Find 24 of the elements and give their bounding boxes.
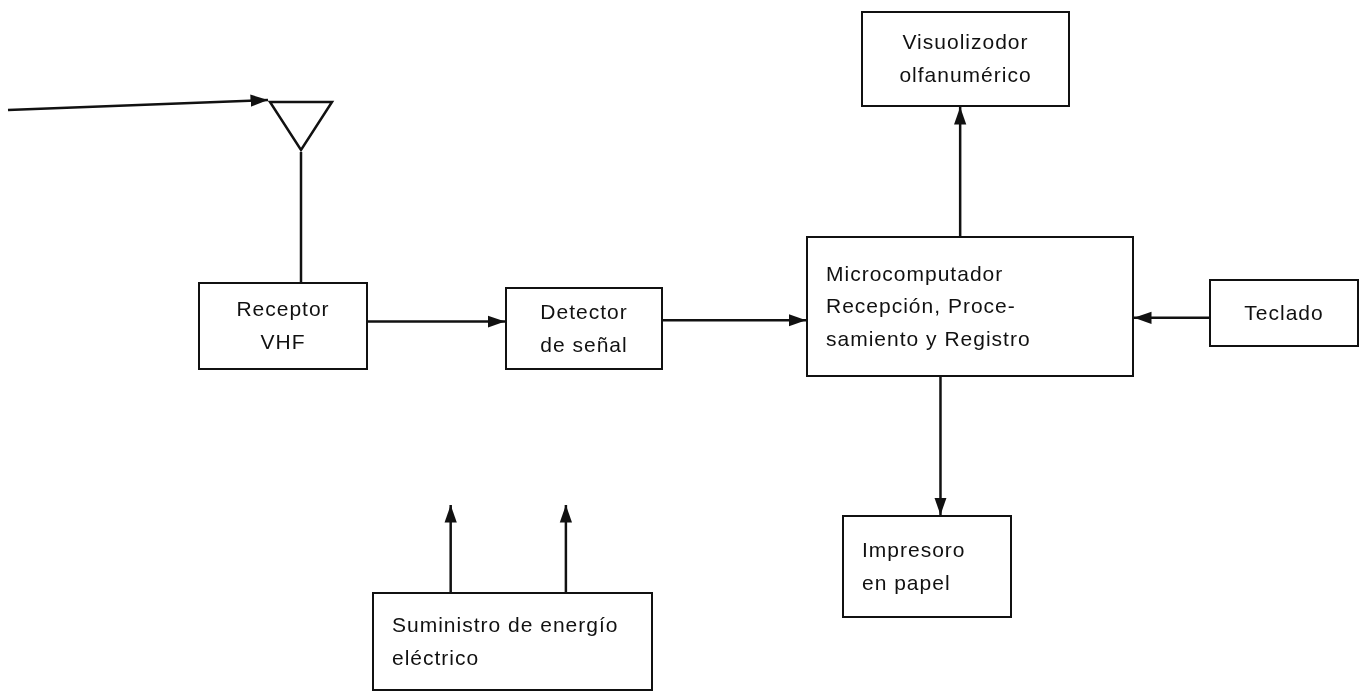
block-box [198, 282, 368, 370]
block-label: Visuolizodor olfanumérico [898, 29, 1033, 88]
connector-line [299, 152, 303, 282]
arrow [934, 377, 947, 515]
block-label: Teclado [1244, 299, 1324, 326]
arrow [444, 505, 457, 592]
block-label: Detector de señal [539, 298, 629, 358]
arrow [954, 107, 967, 236]
block-label: Microcomputador Recepción, Proce- samiento y Registro [826, 260, 1032, 352]
block-box [861, 11, 1070, 107]
block-label: Suministro de energío eléctrico [392, 611, 620, 671]
arrow [663, 314, 806, 327]
block-box [1209, 279, 1359, 347]
arrow [1134, 311, 1209, 324]
antenna-symbol [268, 100, 334, 152]
block-box [842, 515, 1012, 618]
arrow [7, 94, 269, 112]
block-label: Receptor VHF [235, 296, 331, 355]
block-box [505, 287, 663, 370]
block-box [806, 236, 1134, 377]
arrow [559, 505, 572, 592]
arrow [368, 315, 505, 328]
block-label: Impresoro en papel [862, 536, 967, 596]
block-box [372, 592, 653, 691]
